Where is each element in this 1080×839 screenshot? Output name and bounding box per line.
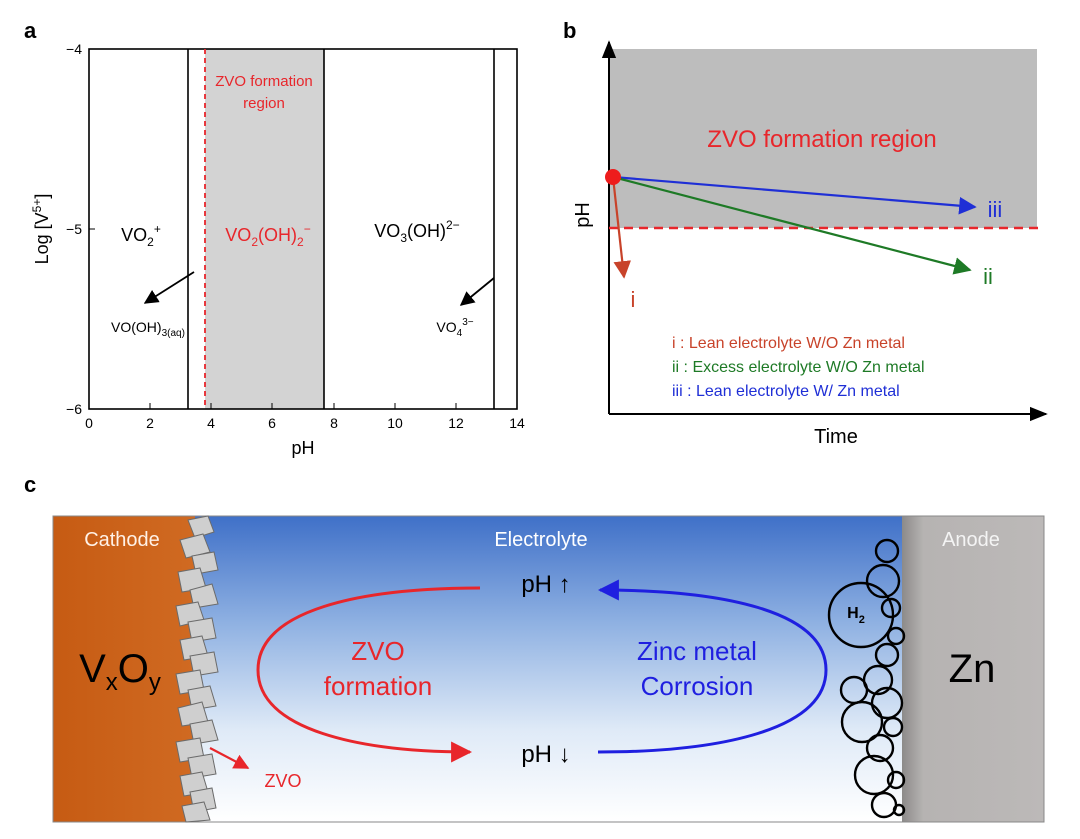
electrolyte-region xyxy=(190,516,906,822)
zinc-corrosion-label-2: Corrosion xyxy=(641,671,754,701)
zvo-region-shading xyxy=(205,49,324,409)
curve-ii xyxy=(612,175,972,275)
species-vo2oh2-minus: VO2(OH)2− xyxy=(225,222,310,249)
curve-label-i: i xyxy=(631,287,636,312)
panel-a: a 0 2 4 6 8 10 12 14 xyxy=(24,18,525,458)
curve-iii xyxy=(612,175,977,215)
cathode-material-vxoy: VxOy xyxy=(79,647,161,696)
curve-i xyxy=(611,176,632,279)
h2-bubbles xyxy=(827,538,906,819)
species-vo3oh-2minus: VO3(OH)2− xyxy=(374,218,459,245)
zvo-formation-label-1: ZVO xyxy=(351,636,404,666)
x-tick-label: 4 xyxy=(207,415,215,431)
y-tick-label: −5 xyxy=(66,221,82,237)
species-vo2-plus: VO2+ xyxy=(121,222,161,249)
x-tick-label: 0 xyxy=(85,415,93,431)
panel-b: b ZVO formation region iii ii i i : Lean… xyxy=(563,18,1048,448)
arrow-to-vooh3 xyxy=(143,271,195,304)
anode-label: Anode xyxy=(942,529,1000,551)
y-axis-label: Log [V5+] xyxy=(30,194,52,265)
x-tick-label: 2 xyxy=(146,415,154,431)
x-axis-label: pH xyxy=(291,438,314,458)
panel-c-letter: c xyxy=(24,472,36,497)
electrolyte-label: Electrolyte xyxy=(494,529,587,551)
panel-b-letter: b xyxy=(563,18,576,43)
x-tick-label: 8 xyxy=(330,415,338,431)
species-vo4-3minus: VO43− xyxy=(436,317,473,339)
zvo-formation-region-label: ZVO formation region xyxy=(707,126,936,153)
cell-outline xyxy=(52,515,1045,823)
legend-entry-iii: iii : Lean electrolyte W/ Zn metal xyxy=(672,383,900,400)
x-axis-label-time: Time xyxy=(814,426,858,448)
svg-text:Log [V5+]: Log [V5+] xyxy=(30,194,52,265)
legend-entry-ii: ii : Excess electrolyte W/O Zn metal xyxy=(672,359,925,376)
species-vooh3-aq: VO(OH)3(aq) xyxy=(111,319,185,339)
ph-up-label: pH ↑ xyxy=(521,571,570,598)
y-tick-label: −4 xyxy=(66,41,82,57)
x-tick-label: 10 xyxy=(387,415,403,431)
x-ticks: 0 2 4 6 8 10 12 14 xyxy=(85,403,525,431)
arrow-to-vo4 xyxy=(459,277,495,306)
x-tick-label: 12 xyxy=(448,415,464,431)
cathode-block xyxy=(53,516,195,822)
y-tick-label: −6 xyxy=(66,401,82,417)
zvo-product-arrow xyxy=(209,747,250,769)
zvo-region-label-line1: ZVO formation xyxy=(215,73,313,90)
x-tick-label: 14 xyxy=(509,415,525,431)
ph-down-label: pH ↓ xyxy=(521,741,570,768)
zvo-formation-label-2: formation xyxy=(324,671,432,701)
y-ticks: −4 −5 −6 xyxy=(66,41,95,417)
panel-c: c Cathode Ele xyxy=(24,472,1045,823)
y-axis-label-ph: pH xyxy=(572,202,594,228)
initial-ph-point xyxy=(605,169,621,185)
x-tick-label: 6 xyxy=(268,415,276,431)
zvo-formation-arrow xyxy=(256,586,481,763)
anode-material-zn: Zn xyxy=(949,647,996,691)
h2-label: H2 xyxy=(847,605,865,626)
zvo-product-label: ZVO xyxy=(264,771,301,791)
panel-a-letter: a xyxy=(24,18,37,43)
curve-label-ii: ii xyxy=(983,264,993,289)
legend-entry-i: i : Lean electrolyte W/O Zn metal xyxy=(672,335,905,352)
zvo-region-label-line2: region xyxy=(243,95,285,112)
zinc-corrosion-arrow xyxy=(597,579,828,754)
zinc-corrosion-label-1: Zinc metal xyxy=(637,636,757,666)
zvo-flakes xyxy=(175,515,219,823)
curve-label-iii: iii xyxy=(988,197,1003,222)
cathode-label: Cathode xyxy=(84,529,160,551)
anode-block xyxy=(902,516,1044,822)
